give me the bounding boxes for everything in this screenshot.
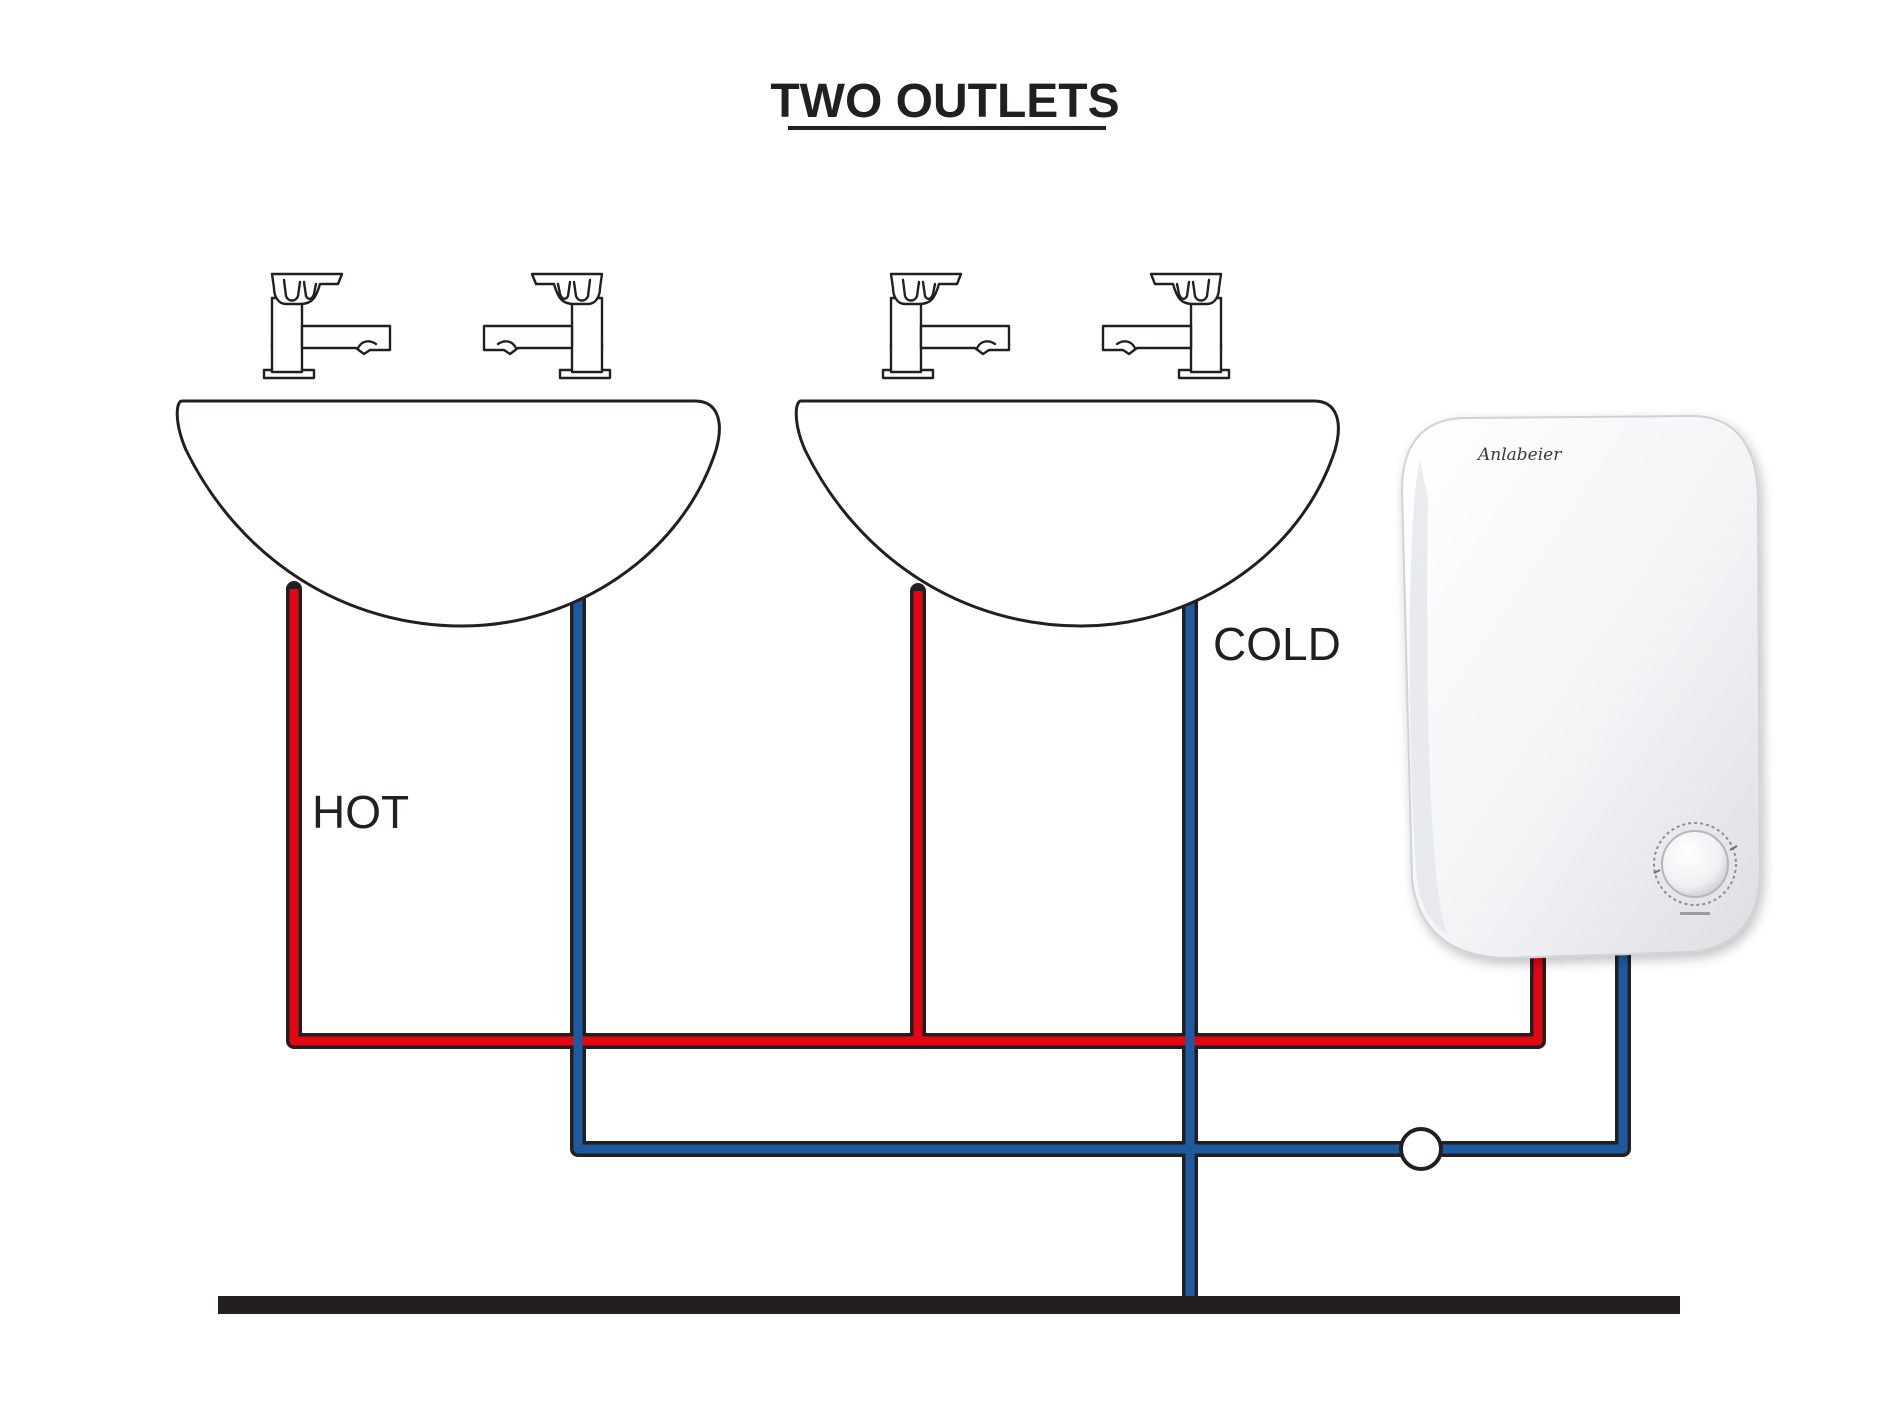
- sink-1-basin: [175, 399, 721, 628]
- sink-2-tap-left: [881, 272, 1011, 380]
- temperature-knob: [1653, 822, 1738, 915]
- water-heater: [1400, 414, 1762, 960]
- hot-water-pipes: [289, 589, 1543, 1046]
- sink-2: [794, 272, 1340, 628]
- knob-min-mark: [1653, 869, 1661, 874]
- sink-1-tap-right: [482, 272, 612, 380]
- sink-2-tap-right: [1101, 272, 1231, 380]
- water-heater-edge-shade: [1409, 460, 1448, 935]
- water-heater-body: [1400, 414, 1762, 960]
- circle-valve-icon: [1399, 1127, 1443, 1171]
- sink-2-basin: [794, 399, 1340, 628]
- sink-1-tap-left: [262, 272, 392, 380]
- cold-label: COLD: [1213, 618, 1341, 670]
- water-heater-brand: Anlabeier: [1476, 445, 1562, 465]
- knob-max-mark: [1729, 845, 1738, 851]
- sink-1: [175, 272, 721, 628]
- knob-dial: [1661, 830, 1729, 898]
- hot-label: HOT: [312, 786, 409, 838]
- knob-scale-ring: [1653, 822, 1737, 906]
- cold-water-pipes: [573, 597, 1628, 1296]
- knob-caption-mark: [1680, 912, 1710, 915]
- diagram-title: TWO OUTLETS: [770, 75, 1119, 128]
